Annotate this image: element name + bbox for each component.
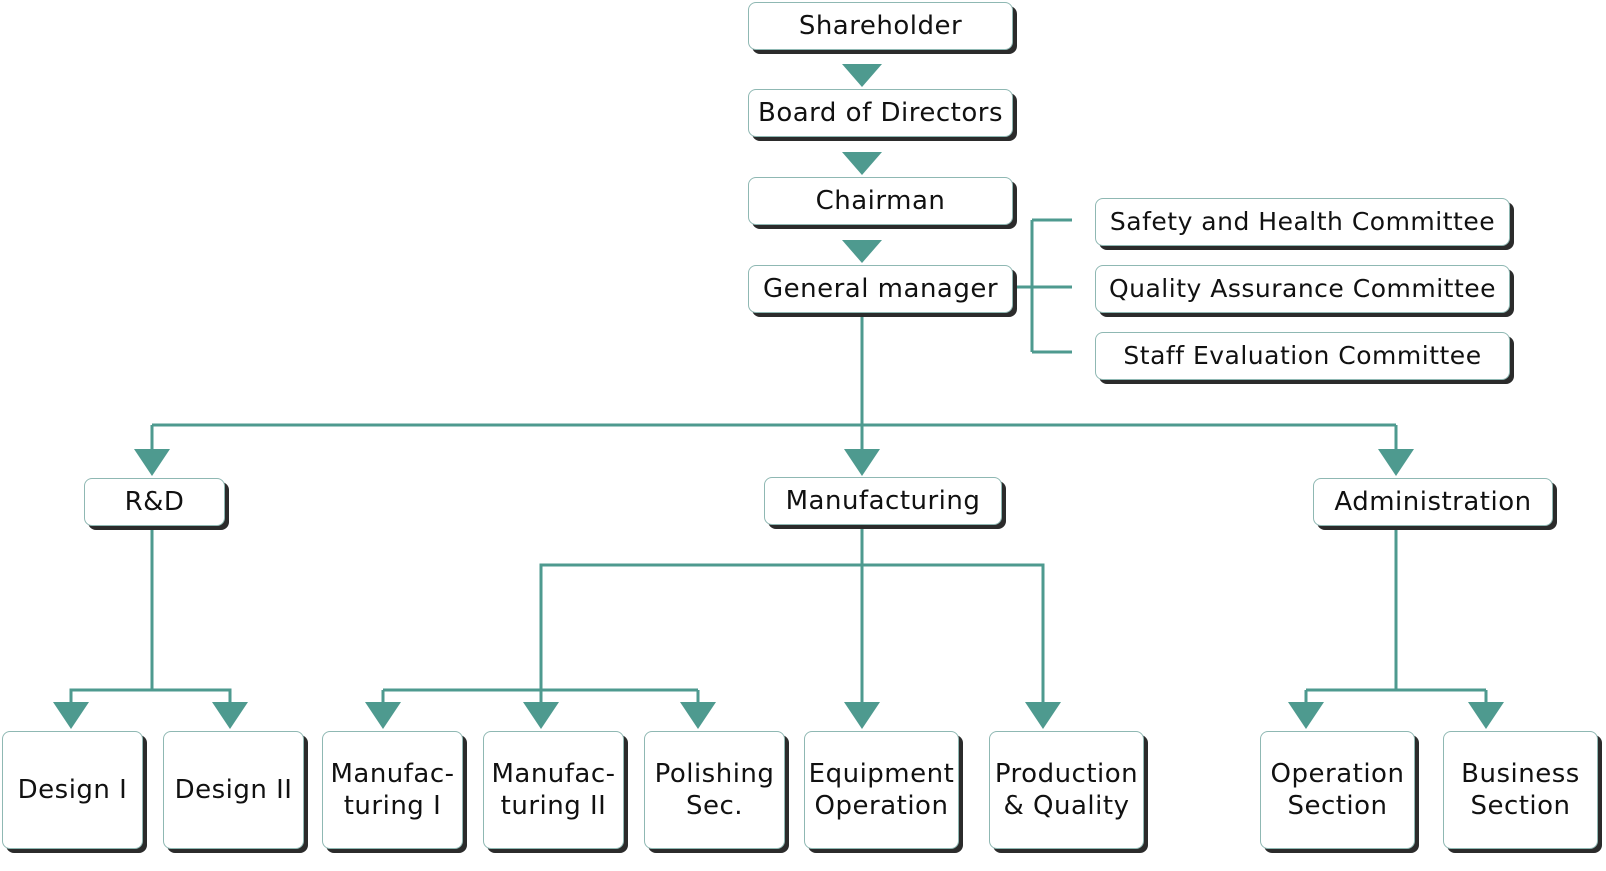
design-2-box: Design II (163, 731, 304, 849)
manufacturing-label: Manufacturing (785, 485, 981, 516)
equipment-operation-line2: Operation (814, 791, 949, 821)
design-2-label: Design II (174, 774, 293, 805)
administration-box: Administration (1313, 478, 1553, 526)
quality-assurance-committee-box: Quality Assurance Committee (1095, 265, 1510, 313)
shareholder-box: Shareholder (748, 2, 1013, 50)
arrow-to-rd (134, 449, 170, 476)
arrow-to-manuf2 (523, 702, 559, 729)
manufacturing-connector (381, 521, 1045, 705)
shareholder-label: Shareholder (798, 10, 963, 41)
safety-health-committee-box: Safety and Health Committee (1095, 198, 1510, 246)
manufacturing-1-line2: turing I (343, 791, 442, 821)
manufacturing-2-line1: Manufac- (491, 758, 616, 789)
board-of-directors-label: Board of Directors (758, 97, 1003, 128)
manufacturing-box: Manufacturing (764, 477, 1002, 525)
rd-label: R&D (124, 486, 185, 517)
arrow-to-manuf1 (365, 702, 401, 729)
quality-assurance-committee-label: Quality Assurance Committee (1108, 274, 1497, 304)
business-section-line1: Business (1461, 758, 1580, 789)
arrow-to-design2 (212, 702, 248, 729)
arrow-to-manufacturing (844, 449, 880, 476)
polishing-section-box: Polishing Sec. (644, 731, 785, 849)
business-section-line2: Section (1470, 791, 1571, 821)
arrow-chairman-gm (842, 240, 882, 263)
rd-connector (69, 523, 232, 705)
arrow-to-administration (1378, 449, 1414, 476)
chairman-label: Chairman (815, 185, 946, 216)
level2-bus-line (150, 423, 1398, 452)
arrow-to-operation (1288, 702, 1324, 729)
production-quality-line1: Production (994, 758, 1139, 789)
administration-label: Administration (1334, 486, 1532, 517)
chairman-box: Chairman (748, 177, 1013, 225)
polishing-section-line1: Polishing (654, 758, 775, 789)
manufacturing-1-box: Manufac- turing I (322, 731, 463, 849)
rd-box: R&D (84, 478, 225, 526)
arrow-to-design1 (53, 702, 89, 729)
arrow-to-production (1025, 702, 1061, 729)
business-section-box: Business Section (1443, 731, 1598, 849)
operation-section-line2: Section (1287, 791, 1388, 821)
operation-section-line1: Operation (1270, 758, 1405, 789)
arrow-to-business (1468, 702, 1504, 729)
arrow-shareholder-board (842, 64, 882, 87)
arrow-board-chairman (842, 152, 882, 175)
production-quality-line2: & Quality (1003, 791, 1130, 821)
equipment-operation-line1: Equipment (808, 758, 955, 789)
design-1-box: Design I (2, 731, 143, 849)
general-manager-box: General manager (748, 265, 1013, 313)
manufacturing-2-line2: turing II (500, 791, 607, 821)
arrow-to-equipment (844, 702, 880, 729)
production-quality-box: Production & Quality (989, 731, 1144, 849)
staff-evaluation-committee-box: Staff Evaluation Committee (1095, 332, 1510, 380)
design-1-label: Design I (17, 774, 128, 805)
equipment-operation-box: Equipment Operation (804, 731, 959, 849)
manufacturing-1-line1: Manufac- (330, 758, 455, 789)
staff-evaluation-committee-label: Staff Evaluation Committee (1123, 341, 1482, 371)
manufacturing-2-box: Manufac- turing II (483, 731, 624, 849)
committee-connector (997, 218, 1072, 354)
arrow-to-polishing (680, 702, 716, 729)
safety-health-committee-label: Safety and Health Committee (1109, 207, 1496, 237)
board-of-directors-box: Board of Directors (748, 89, 1013, 137)
polishing-section-line2: Sec. (685, 791, 744, 821)
operation-section-box: Operation Section (1260, 731, 1415, 849)
administration-connector (1304, 523, 1488, 705)
general-manager-label: General manager (762, 273, 999, 304)
